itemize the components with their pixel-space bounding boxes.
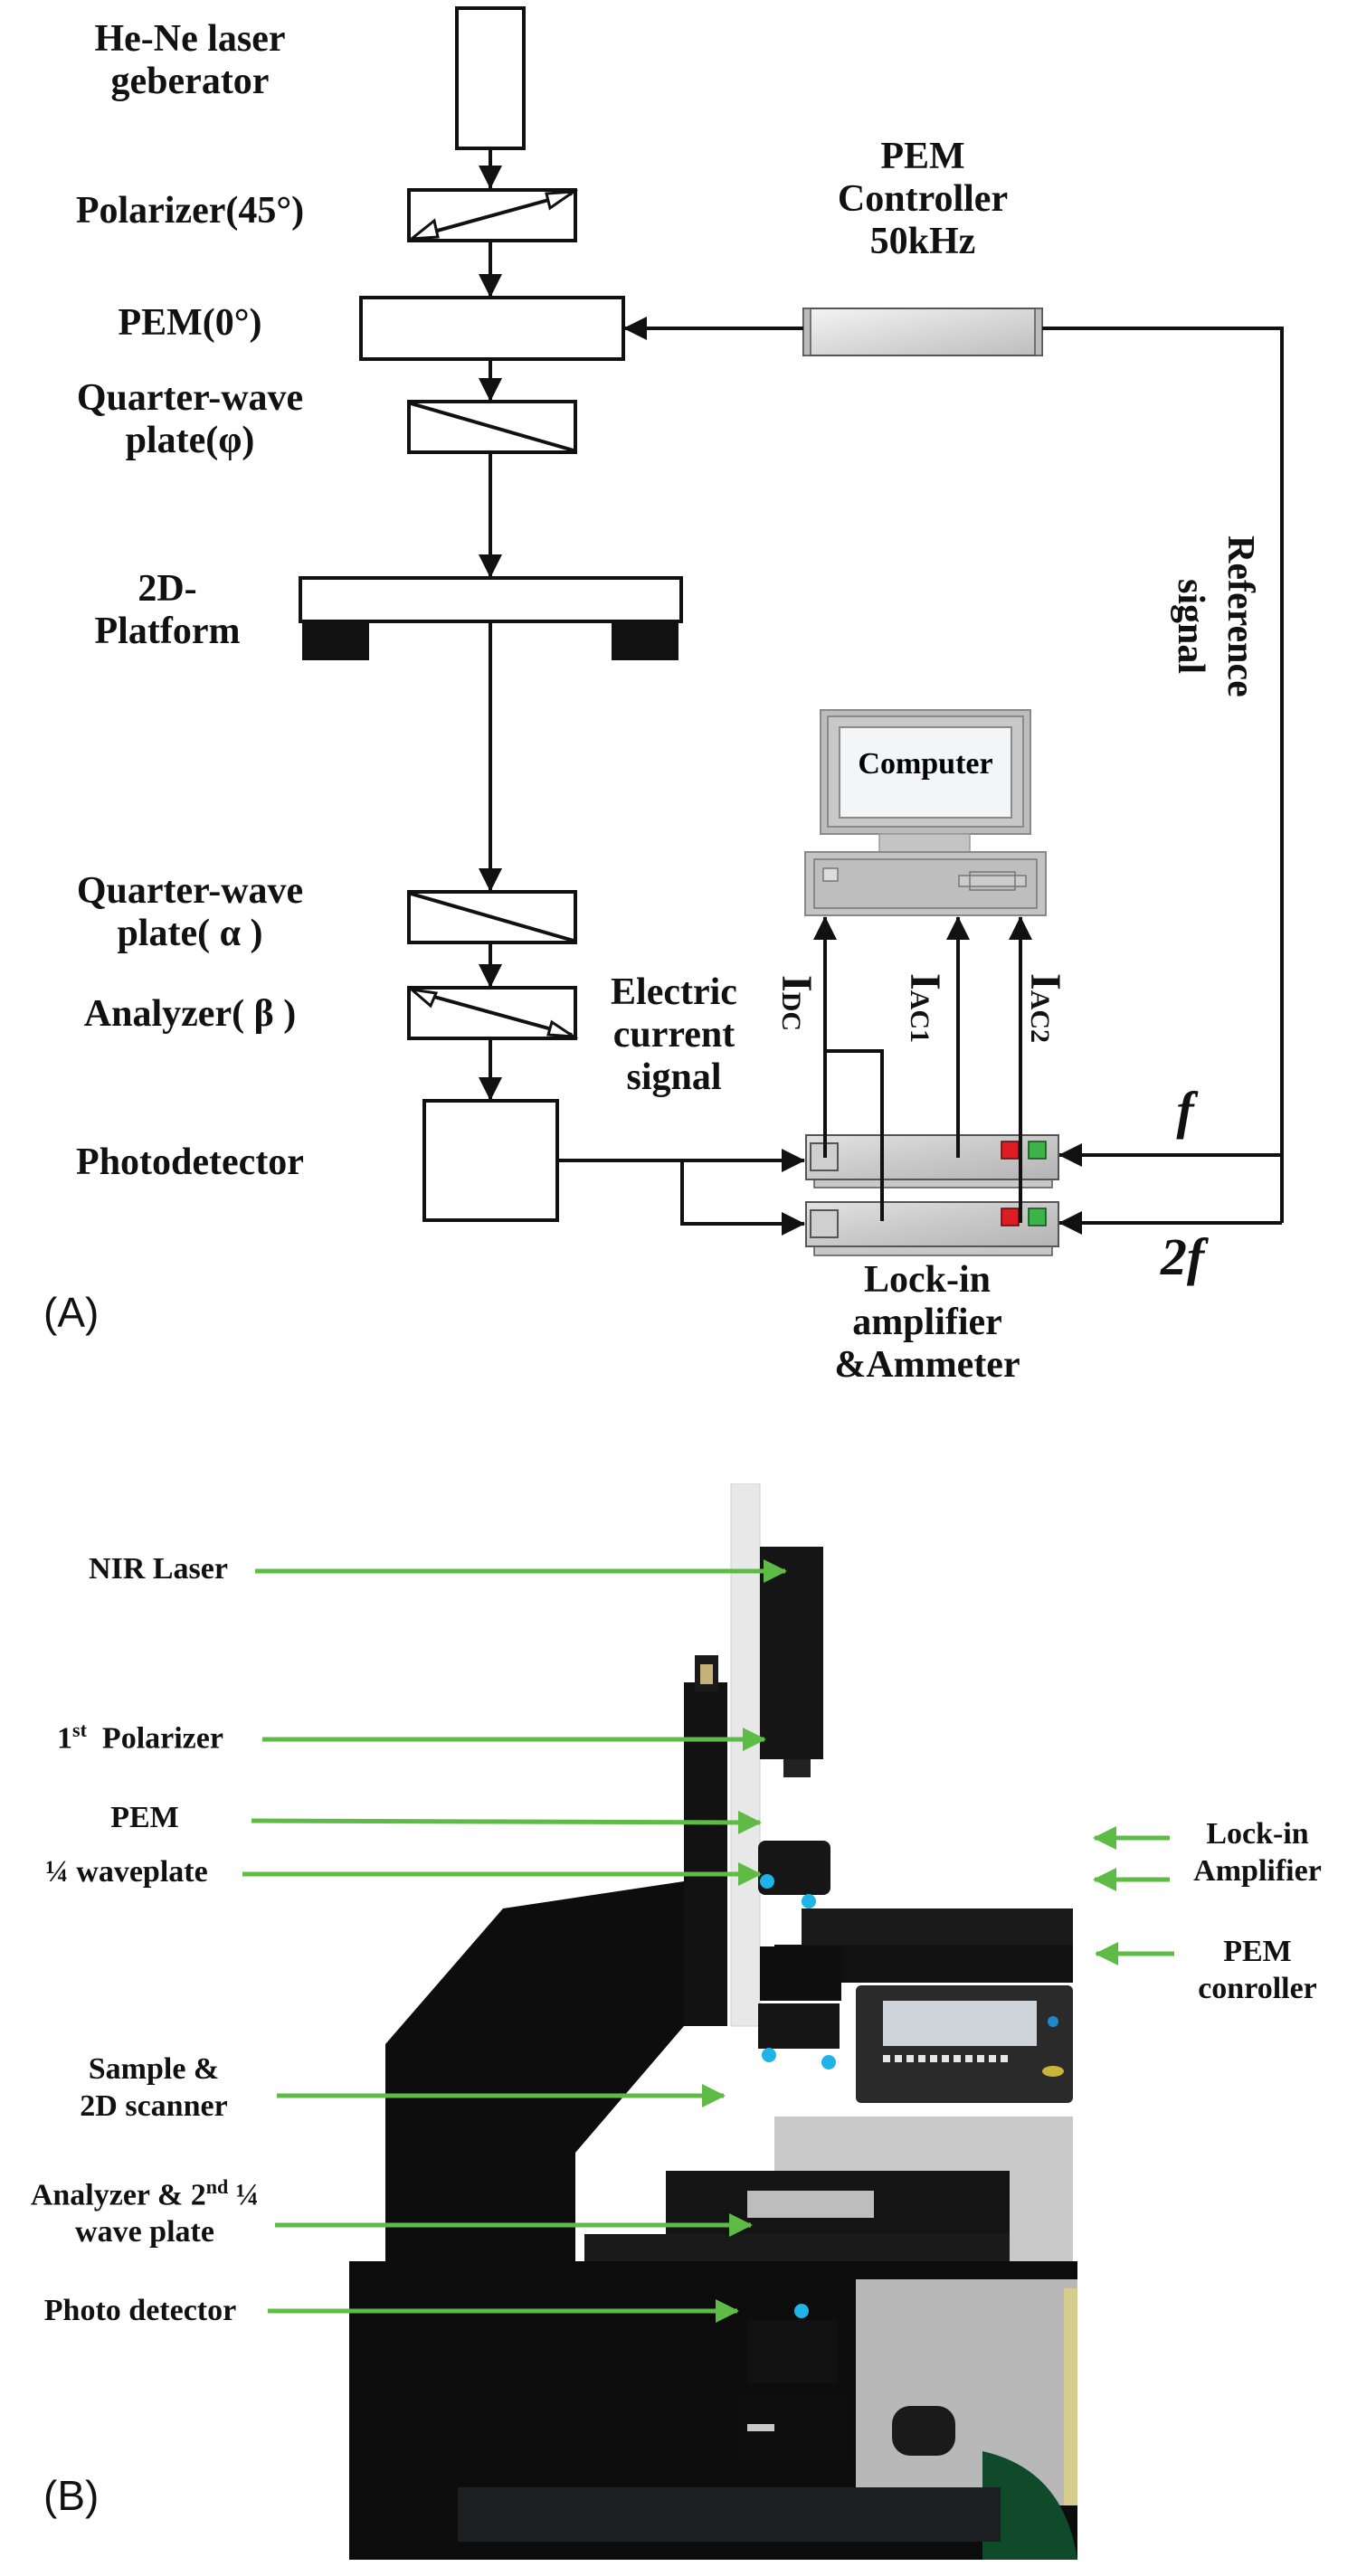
reference-signal-line <box>1042 327 1284 1223</box>
lock-in-amplifier-f <box>805 1134 1059 1189</box>
label-computer: Computer <box>858 747 993 781</box>
label-analyzer: Analyzer( β ) <box>83 993 297 1035</box>
photo-label-polarizer: 1st Polarizer <box>57 1719 223 1756</box>
label-iac1: IAC1 <box>901 973 949 1044</box>
label-electric-current-signal: Electric current signal <box>611 971 737 1099</box>
led-green <box>1028 1141 1047 1160</box>
label-photodetector: Photodetector <box>76 1141 304 1183</box>
panel-label-a: (A) <box>43 1289 100 1336</box>
polarizer-element <box>407 188 579 242</box>
analyzer-element <box>407 986 579 1040</box>
label-pem-controller: PEM Controller 50kHz <box>837 136 1009 263</box>
photo-label-photo-detector: Photo detector <box>43 2294 237 2327</box>
label-reference-signal: Reference <box>1219 535 1261 697</box>
photo-label-pem: PEM <box>110 1801 179 1834</box>
label-frequency-f: f <box>1176 1081 1194 1140</box>
led-red <box>1001 1141 1020 1160</box>
label-lock-in-amplifier: Lock-in amplifier &Ammeter <box>834 1259 1020 1387</box>
setup-photo <box>349 1483 1077 2560</box>
photo-label-waveplate: ¼ waveplate <box>45 1855 208 1889</box>
photo-label-nir-laser: NIR Laser <box>89 1552 228 1586</box>
photo-label-lock-in-amplifier: Lock-in Amplifier <box>1193 1817 1322 1888</box>
led-red <box>1001 1208 1020 1226</box>
photo-illustration <box>349 1483 1077 2560</box>
lock-in-amplifier-2f <box>805 1201 1059 1256</box>
pem-controller-device <box>802 308 1043 356</box>
panel-label-b: (B) <box>43 2472 100 2519</box>
quarter-wave-plate-phi <box>407 400 577 454</box>
photo-label-sample-scanner: Sample & 2D scanner <box>80 2052 228 2123</box>
label-polarizer: Polarizer(45°) <box>75 190 305 232</box>
label-laser-generator: He-Ne laser geberator <box>94 18 286 103</box>
schematic-diagram <box>299 6 1284 1256</box>
idc-branch-line <box>825 1049 884 1221</box>
label-idc: IDC <box>773 975 821 1032</box>
label-quarter-wave-alpha: Quarter-wave plate( α ) <box>76 870 304 955</box>
platform-2d <box>299 576 683 660</box>
label-reference-signal-2: signal <box>1170 579 1211 675</box>
computer-icon <box>804 709 1047 916</box>
label-2d-platform: 2D- Platform <box>94 568 241 653</box>
quarter-wave-plate-alpha <box>407 890 577 944</box>
laser-generator-box <box>455 6 526 150</box>
photodetector-box <box>422 1099 559 1222</box>
led-green <box>1028 1208 1047 1226</box>
photo-label-analyzer: Analyzer & 2nd ¼ wave plate <box>30 2175 260 2249</box>
label-quarter-wave-phi: Quarter-wave plate(φ) <box>76 377 304 462</box>
pem-box <box>359 296 625 361</box>
electric-signal-branch <box>680 1160 805 1236</box>
label-iac2: IAC2 <box>1021 973 1069 1044</box>
photo-label-pem-controller: PEM conroller <box>1198 1935 1317 2005</box>
label-frequency-2f: 2f <box>1160 1227 1205 1286</box>
label-pem: PEM(0°) <box>118 302 262 344</box>
